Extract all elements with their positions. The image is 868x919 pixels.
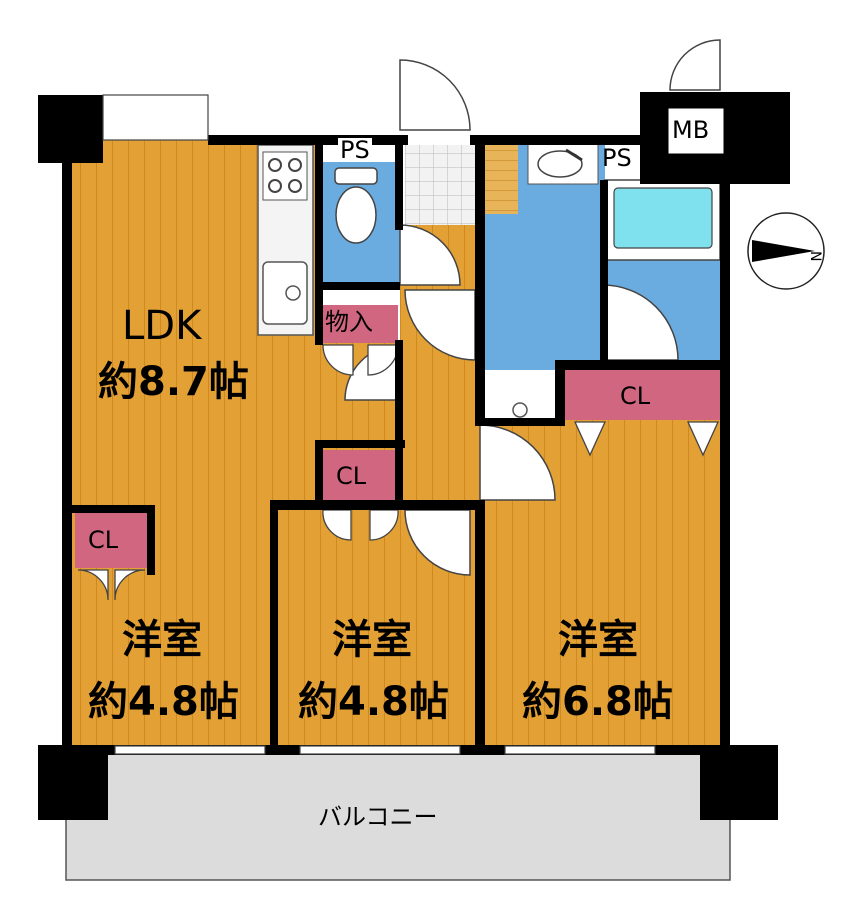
closet-doors [77, 344, 720, 601]
closet-left-label: CL [88, 526, 119, 554]
room2-label: 洋室 [332, 617, 412, 663]
closet-mid-label: CL [336, 462, 367, 490]
closet-right-label: CL [620, 382, 651, 410]
closet-mid [322, 450, 402, 500]
storage-label: 物入 [325, 308, 373, 336]
ps-label-2: PS [602, 144, 632, 172]
toilet-icon [334, 167, 378, 244]
closet-right [565, 370, 722, 420]
room1-label: 洋室 [122, 617, 202, 663]
svg-text:N: N [807, 251, 823, 261]
north-compass-icon: N [747, 212, 825, 290]
entrance-tile [405, 145, 477, 225]
drain-icon [512, 402, 528, 418]
washbasin-icon [527, 143, 599, 185]
room3-size: 約6.8帖 [522, 679, 673, 725]
shoe-cabinet [482, 142, 518, 214]
balcony-label: バルコニー [318, 803, 438, 831]
ldk-size: 約8.7帖 [98, 359, 249, 405]
room2-size: 約4.8帖 [298, 679, 449, 725]
sink-icon [262, 261, 308, 325]
windows [102, 94, 656, 755]
mb-box [667, 107, 725, 155]
door-swings [344, 39, 721, 576]
ldk-label: LDK [122, 303, 202, 349]
mb-label: MB [672, 116, 710, 144]
balcony-area [65, 751, 731, 881]
ps-label-1: PS [338, 136, 372, 164]
closet-left [75, 512, 147, 568]
bathtub-icon [604, 179, 721, 261]
stove-icon [262, 151, 308, 201]
room1-size: 約4.8帖 [88, 679, 239, 725]
storage-closet [320, 305, 398, 343]
room3-label: 洋室 [558, 617, 638, 663]
